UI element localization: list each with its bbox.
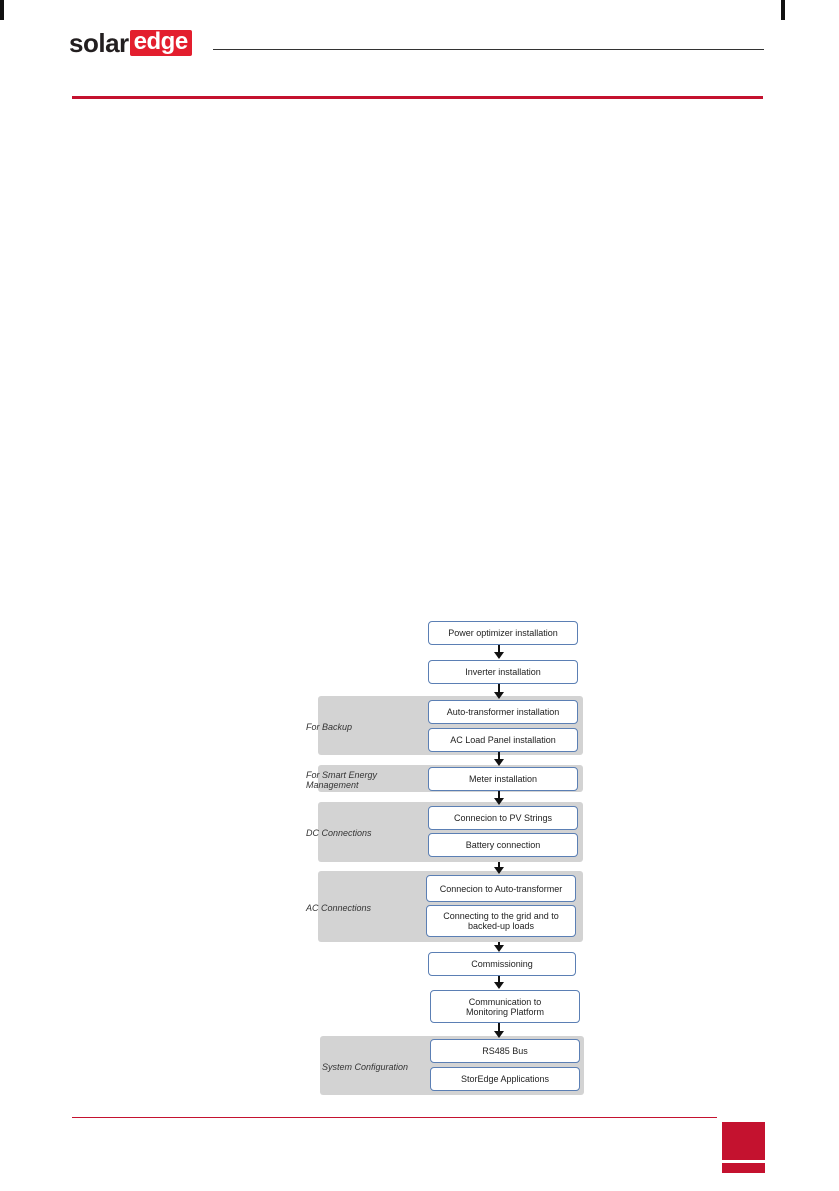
- arrow-down: [494, 976, 504, 989]
- logo-edge-text: edge: [129, 30, 192, 56]
- arrow-down: [494, 791, 504, 805]
- step-rs485-bus: RS485 Bus: [430, 1039, 580, 1063]
- arrow-down: [494, 862, 504, 874]
- section-divider: [72, 96, 763, 99]
- page-badge-strip: [722, 1163, 765, 1173]
- step-meter: Meter installation: [428, 767, 578, 791]
- step-battery: Battery connection: [428, 833, 578, 857]
- group-label-smart-energy: For Smart Energy Management: [306, 770, 378, 790]
- arrow-down: [494, 942, 504, 952]
- header-rule: [213, 49, 764, 50]
- step-auto-transformer: Auto-transformer installation: [428, 700, 578, 724]
- step-communication-monitoring: Communication to Monitoring Platform: [430, 990, 580, 1023]
- logo-solar-text: solar: [69, 28, 129, 58]
- step-commissioning: Commissioning: [428, 952, 576, 976]
- step-grid-backed-up-loads: Connecting to the grid and to backed-up …: [426, 905, 576, 937]
- step-pv-strings: Connecion to PV Strings: [428, 806, 578, 830]
- step-power-optimizer: Power optimizer installation: [428, 621, 578, 645]
- arrow-down: [494, 645, 504, 659]
- footer-rule: [72, 1117, 717, 1118]
- group-label-ac-connections: AC Connections: [306, 903, 372, 913]
- arrow-down: [494, 1023, 504, 1038]
- corner-crop-mark-left: [0, 0, 4, 20]
- group-label-for-backup: For Backup: [306, 722, 353, 732]
- step-storedge-applications: StorEdge Applications: [430, 1067, 580, 1091]
- group-label-dc-connections: DC Connections: [306, 828, 372, 838]
- arrow-down: [494, 684, 504, 699]
- step-ac-load-panel: AC Load Panel installation: [428, 728, 578, 752]
- corner-crop-mark-right: [781, 0, 785, 20]
- step-auto-transformer-connection: Connecion to Auto-transformer: [426, 875, 576, 902]
- step-inverter: Inverter installation: [428, 660, 578, 684]
- page-number-badge: [722, 1122, 765, 1160]
- arrow-down: [494, 752, 504, 766]
- group-label-system-configuration: System Configuration: [322, 1062, 409, 1072]
